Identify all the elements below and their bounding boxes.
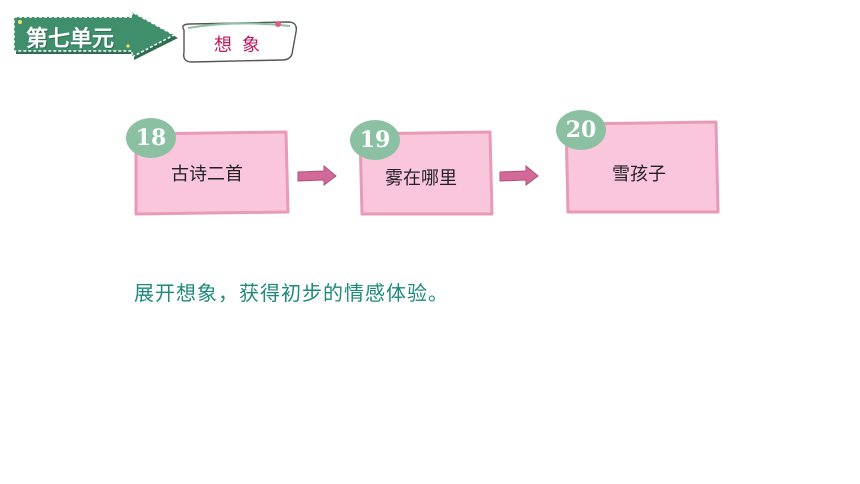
lesson-number-badge: 19 <box>350 120 400 160</box>
theme-tag-shape <box>182 21 298 63</box>
lesson-title: 雾在哪里 <box>385 168 457 189</box>
banner-arrow-shape <box>13 12 178 60</box>
lesson-card-19[interactable]: 19 雾在哪里 <box>346 120 506 220</box>
theme-title: 想象 <box>214 35 270 56</box>
lesson-number-badge: 18 <box>126 118 176 158</box>
lesson-card-20[interactable]: 20 雪孩子 <box>552 110 724 214</box>
lesson-card-18[interactable]: 18 古诗二首 <box>122 118 290 218</box>
theme-tag: 想象 <box>178 18 300 64</box>
unit-summary: 展开想象，获得初步的情感体验。 <box>134 281 449 305</box>
card-background <box>564 120 720 214</box>
arrow-right-icon <box>499 165 539 186</box>
lesson-title: 雪孩子 <box>612 164 666 185</box>
card-background <box>134 130 290 216</box>
lesson-number-badge: 20 <box>556 110 606 150</box>
unit-title: 第七单元 <box>26 27 115 52</box>
lesson-title: 古诗二首 <box>171 164 243 185</box>
arrow-right-icon <box>297 165 337 186</box>
unit-banner: 第七单元 <box>12 12 182 62</box>
